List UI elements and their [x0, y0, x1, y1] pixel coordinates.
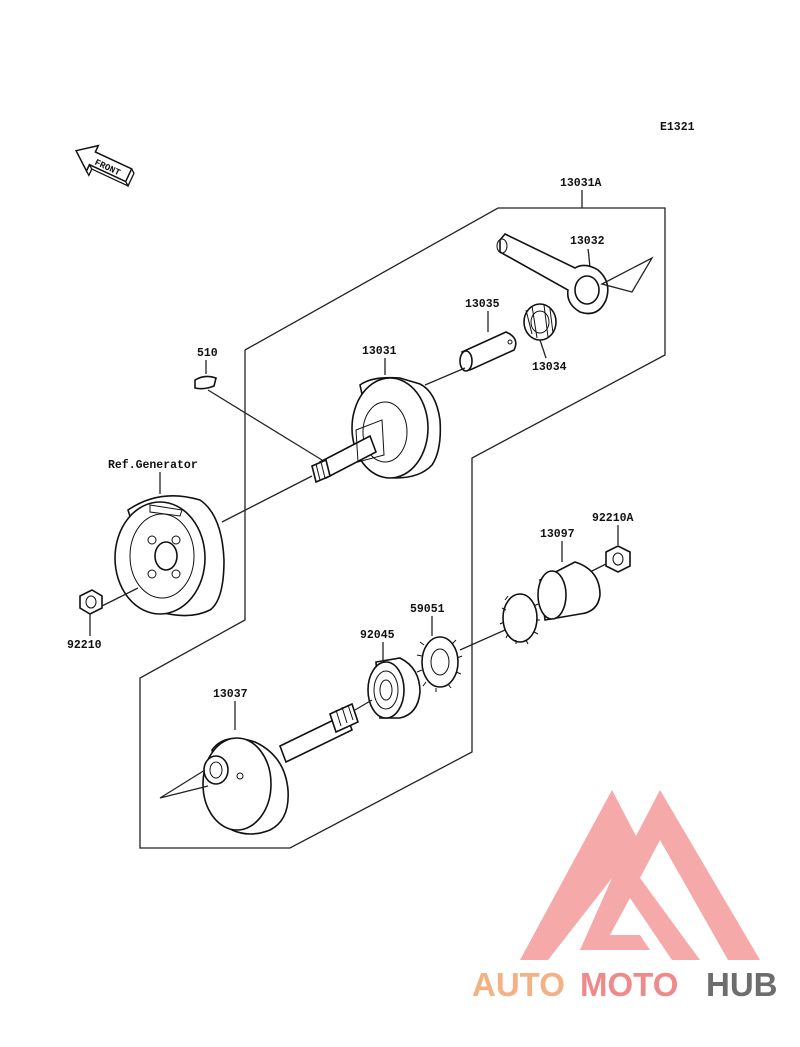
flange-nut-92210 — [79, 589, 103, 615]
label-92045: 92045 — [360, 629, 395, 642]
ref-generator-label: Ref.Generator — [108, 459, 198, 472]
crankshaft-left-half — [202, 702, 359, 835]
watermark-wordmark: AUTO MOTO HUB — [472, 966, 778, 1003]
drive-gear-shaft — [499, 561, 601, 645]
label-13034: 13034 — [532, 361, 567, 374]
label-92210A: 92210A — [592, 512, 634, 525]
watermark-hub: HUB — [706, 966, 778, 1003]
label-13035: 13035 — [465, 298, 500, 311]
front-arrow-icon: FRONT — [74, 144, 135, 188]
label-13032: 13032 — [570, 235, 605, 248]
ball-bearing — [367, 657, 421, 719]
flange-nut-92210A — [605, 545, 631, 573]
label-13097: 13097 — [540, 528, 575, 541]
watermark-auto: AUTO — [472, 966, 565, 1003]
crank-pin — [459, 331, 517, 372]
woodruff-key — [194, 375, 217, 390]
crankshaft-right-half — [311, 376, 442, 484]
needle-bearing — [523, 303, 557, 341]
label-13037: 13037 — [213, 688, 248, 701]
diagram-code: E1321 — [660, 121, 695, 134]
assembly-outline-upper — [139, 207, 666, 849]
watermark-logo — [520, 790, 760, 960]
label-92210: 92210 — [67, 639, 102, 652]
label-13031A: 13031A — [560, 177, 602, 190]
watermark-moto: MOTO — [580, 966, 678, 1003]
generator-rotor — [114, 494, 225, 617]
gear-59051 — [416, 636, 463, 692]
label-59051: 59051 — [410, 603, 445, 616]
label-510: 510 — [197, 347, 218, 360]
label-13031: 13031 — [362, 345, 397, 358]
connecting-rod — [496, 233, 609, 315]
